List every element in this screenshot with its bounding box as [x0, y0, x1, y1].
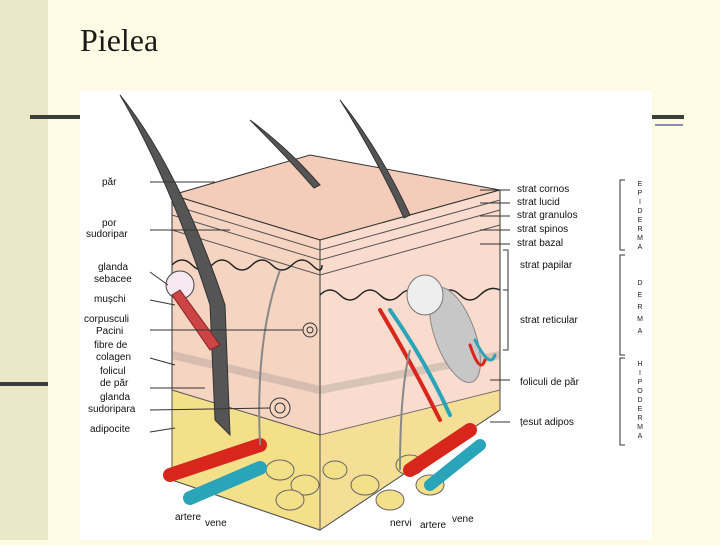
label-vene-right: vene	[452, 514, 474, 525]
hipoderma-letter-1: I	[639, 370, 641, 377]
label-por-2: sudoripar	[86, 229, 128, 240]
blood-vessels	[163, 308, 497, 505]
skin-diagram-panel: păr por sudoripar glanda sebacee mușchi …	[80, 90, 652, 540]
label-folicul-1: folicul	[100, 366, 126, 377]
epiderma-letter-6: M	[637, 235, 643, 242]
derma-letter-1: E	[638, 292, 643, 299]
label-por-1: por	[102, 218, 117, 229]
nerves	[258, 269, 411, 471]
label-glanda-sebacee-1: glanda	[98, 262, 128, 273]
title-rule-accent	[655, 124, 683, 126]
hipoderma-letter-6: R	[637, 415, 642, 422]
label-strat-reticular: strat reticular	[520, 315, 578, 326]
label-pacini-1: corpusculi	[84, 314, 129, 325]
label-folicul-2: de păr	[100, 378, 129, 389]
label-artere-left: artere	[175, 512, 202, 523]
hair-shafts	[119, 94, 411, 437]
label-colagen-2: colagen	[96, 352, 131, 363]
label-strat-spinos: strat spinos	[517, 224, 568, 235]
label-strat-lucid: strat lucid	[517, 197, 560, 208]
label-glanda-sudoripara-1: glanda	[100, 392, 130, 403]
label-strat-granulos: strat granulos	[517, 210, 578, 221]
fat-cells	[265, 454, 445, 511]
hipoderma-letter-7: M	[637, 424, 643, 431]
label-strat-cornos: strat cornos	[517, 184, 569, 195]
arrector-muscle	[171, 289, 221, 351]
title-rule-left	[30, 115, 85, 119]
label-vene-left: vene	[205, 518, 227, 529]
hipoderma-letter-5: E	[638, 406, 643, 413]
hipoderma-letter-8: A	[638, 433, 643, 440]
derma-letter-2: R	[637, 304, 642, 311]
layer-brackets	[503, 179, 625, 446]
label-tesut-adipos: țesut adipos	[520, 417, 574, 428]
label-pacini-2: Pacini	[96, 326, 123, 337]
epiderma-letter-3: D	[637, 208, 642, 215]
label-strat-papilar: strat papilar	[520, 260, 573, 271]
hipoderma-letter-0: H	[637, 361, 642, 368]
epiderma-letter-4: E	[638, 217, 643, 224]
left-accent-bar	[0, 0, 48, 540]
label-par: păr	[102, 177, 117, 188]
label-glanda-sebacee-2: sebacee	[94, 274, 132, 285]
label-glanda-sudoripara-2: sudoripara	[88, 404, 136, 415]
label-foliculi-de-par: foliculi de păr	[520, 377, 580, 388]
derma-letter-4: A	[638, 328, 643, 335]
epiderma-letter-2: I	[639, 199, 641, 206]
label-strat-bazal: strat bazal	[517, 238, 563, 249]
hipoderma-letter-3: O	[637, 388, 643, 395]
derma-letter-3: M	[637, 316, 643, 323]
hipoderma-letter-2: P	[638, 379, 643, 386]
label-adipocite: adipocite	[90, 424, 130, 435]
skin-diagram: păr por sudoripar glanda sebacee mușchi …	[84, 94, 643, 531]
label-group: păr por sudoripar glanda sebacee mușchi …	[84, 177, 580, 531]
epiderma-letter-0: E	[638, 181, 643, 188]
epiderma-letter-5: R	[637, 226, 642, 233]
epiderma-letter-1: P	[638, 190, 643, 197]
title-rule-right	[650, 115, 684, 119]
slide-title: Pielea	[80, 22, 159, 58]
label-colagen-1: fibre de	[94, 340, 128, 351]
label-artere-right: artere	[420, 520, 447, 531]
layer-letter-group: E P I D E R M A D E R M A H I P O D E R …	[637, 181, 643, 440]
hipoderma-letter-4: D	[637, 397, 642, 404]
derma-letter-0: D	[637, 280, 642, 287]
leader-lines	[149, 181, 510, 433]
label-nervi: nervi	[390, 518, 412, 529]
left-accent-line	[0, 382, 48, 386]
epiderma-letter-7: A	[638, 244, 643, 251]
label-muschi: mușchi	[94, 294, 126, 305]
